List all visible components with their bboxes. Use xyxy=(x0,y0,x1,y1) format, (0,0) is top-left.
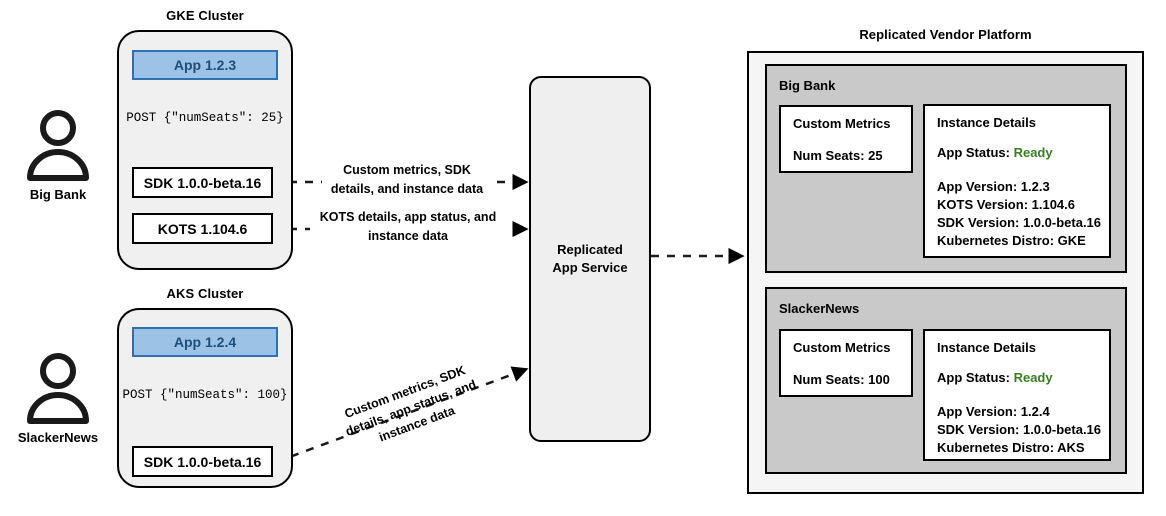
edge-label-line-1: KOTS details, app status, and xyxy=(310,208,506,227)
custom-metrics-panel-slackernews xyxy=(779,329,913,397)
custom-metrics-panel-big-bank xyxy=(779,105,913,173)
aks-cluster-title: AKS Cluster xyxy=(166,286,244,301)
edge-label-line-1: Custom metrics, SDK xyxy=(322,161,492,180)
app-status-row-big-bank: App Status: Ready xyxy=(937,145,1053,160)
persona-label-big-bank: Big Bank xyxy=(29,187,87,202)
gke-sdk-box[interactable]: SDK 1.0.0-beta.16 xyxy=(132,167,273,198)
edge-label-aks-to-service: Custom metrics, SDK details, app status,… xyxy=(315,351,508,465)
user-icon-big-bank xyxy=(27,110,89,181)
gke-post-label: POST {"numSeats": 25} xyxy=(126,111,284,125)
instance-details-panel-big-bank xyxy=(923,104,1111,258)
app-status-row-slackernews: App Status: Ready xyxy=(937,370,1053,385)
instance-details-heading-big-bank: Instance Details xyxy=(937,115,1036,130)
custom-metrics-heading-slackernews: Custom Metrics xyxy=(793,340,891,355)
replicated-app-service-box[interactable]: Replicated App Service xyxy=(529,76,651,442)
custom-metrics-row-big-bank: Num Seats: 25 xyxy=(793,148,883,163)
instance-details-heading-slackernews: Instance Details xyxy=(937,340,1036,355)
edge-label-line-2: instance data xyxy=(310,226,506,246)
edge-label-line-2: details, and instance data xyxy=(322,179,492,199)
gke-cluster-title: GKE Cluster xyxy=(166,8,244,23)
gke-app-box[interactable]: App 1.2.3 xyxy=(132,50,278,80)
user-icon-slackernews xyxy=(27,353,89,424)
status-badge-slackernews: Ready xyxy=(1013,370,1053,385)
edge-label-kots-to-service: KOTS details, app status, and instance d… xyxy=(310,208,506,246)
gke-kots-box[interactable]: KOTS 1.104.6 xyxy=(132,213,273,244)
custom-metrics-heading-big-bank: Custom Metrics xyxy=(793,116,891,131)
instance-detail-row: App Version: 1.2.3 xyxy=(937,179,1050,194)
instance-details-panel-slackernews xyxy=(923,329,1111,461)
platform-title: Replicated Vendor Platform xyxy=(859,27,1032,42)
service-title-line-2: App Service xyxy=(552,260,628,275)
status-badge-big-bank: Ready xyxy=(1013,145,1053,160)
instance-detail-row: Kubernetes Distro: GKE xyxy=(937,233,1086,248)
aks-post-label: POST {"numSeats": 100} xyxy=(122,388,288,402)
persona-label-slackernews: SlackerNews xyxy=(17,430,99,445)
app-status-label: App Status: xyxy=(937,145,1010,160)
instance-detail-row: SDK Version: 1.0.0-beta.16 xyxy=(937,215,1102,230)
aks-app-box[interactable]: App 1.2.4 xyxy=(132,327,278,357)
instance-detail-row: KOTS Version: 1.104.6 xyxy=(937,197,1076,212)
tenant-title-big-bank: Big Bank xyxy=(779,78,836,93)
instance-detail-row: SDK Version: 1.0.0-beta.16 xyxy=(937,422,1102,437)
aks-sdk-box[interactable]: SDK 1.0.0-beta.16 xyxy=(132,446,273,477)
tenant-title-slackernews: SlackerNews xyxy=(779,301,860,316)
custom-metrics-row-slackernews: Num Seats: 100 xyxy=(793,372,890,387)
app-status-label: App Status: xyxy=(937,370,1010,385)
instance-detail-row: Kubernetes Distro: AKS xyxy=(937,440,1085,455)
service-title-line-1: Replicated xyxy=(557,242,623,258)
instance-detail-row: App Version: 1.2.4 xyxy=(937,404,1050,419)
edge-label-sdk-to-service: Custom metrics, SDK details, and instanc… xyxy=(322,161,492,199)
